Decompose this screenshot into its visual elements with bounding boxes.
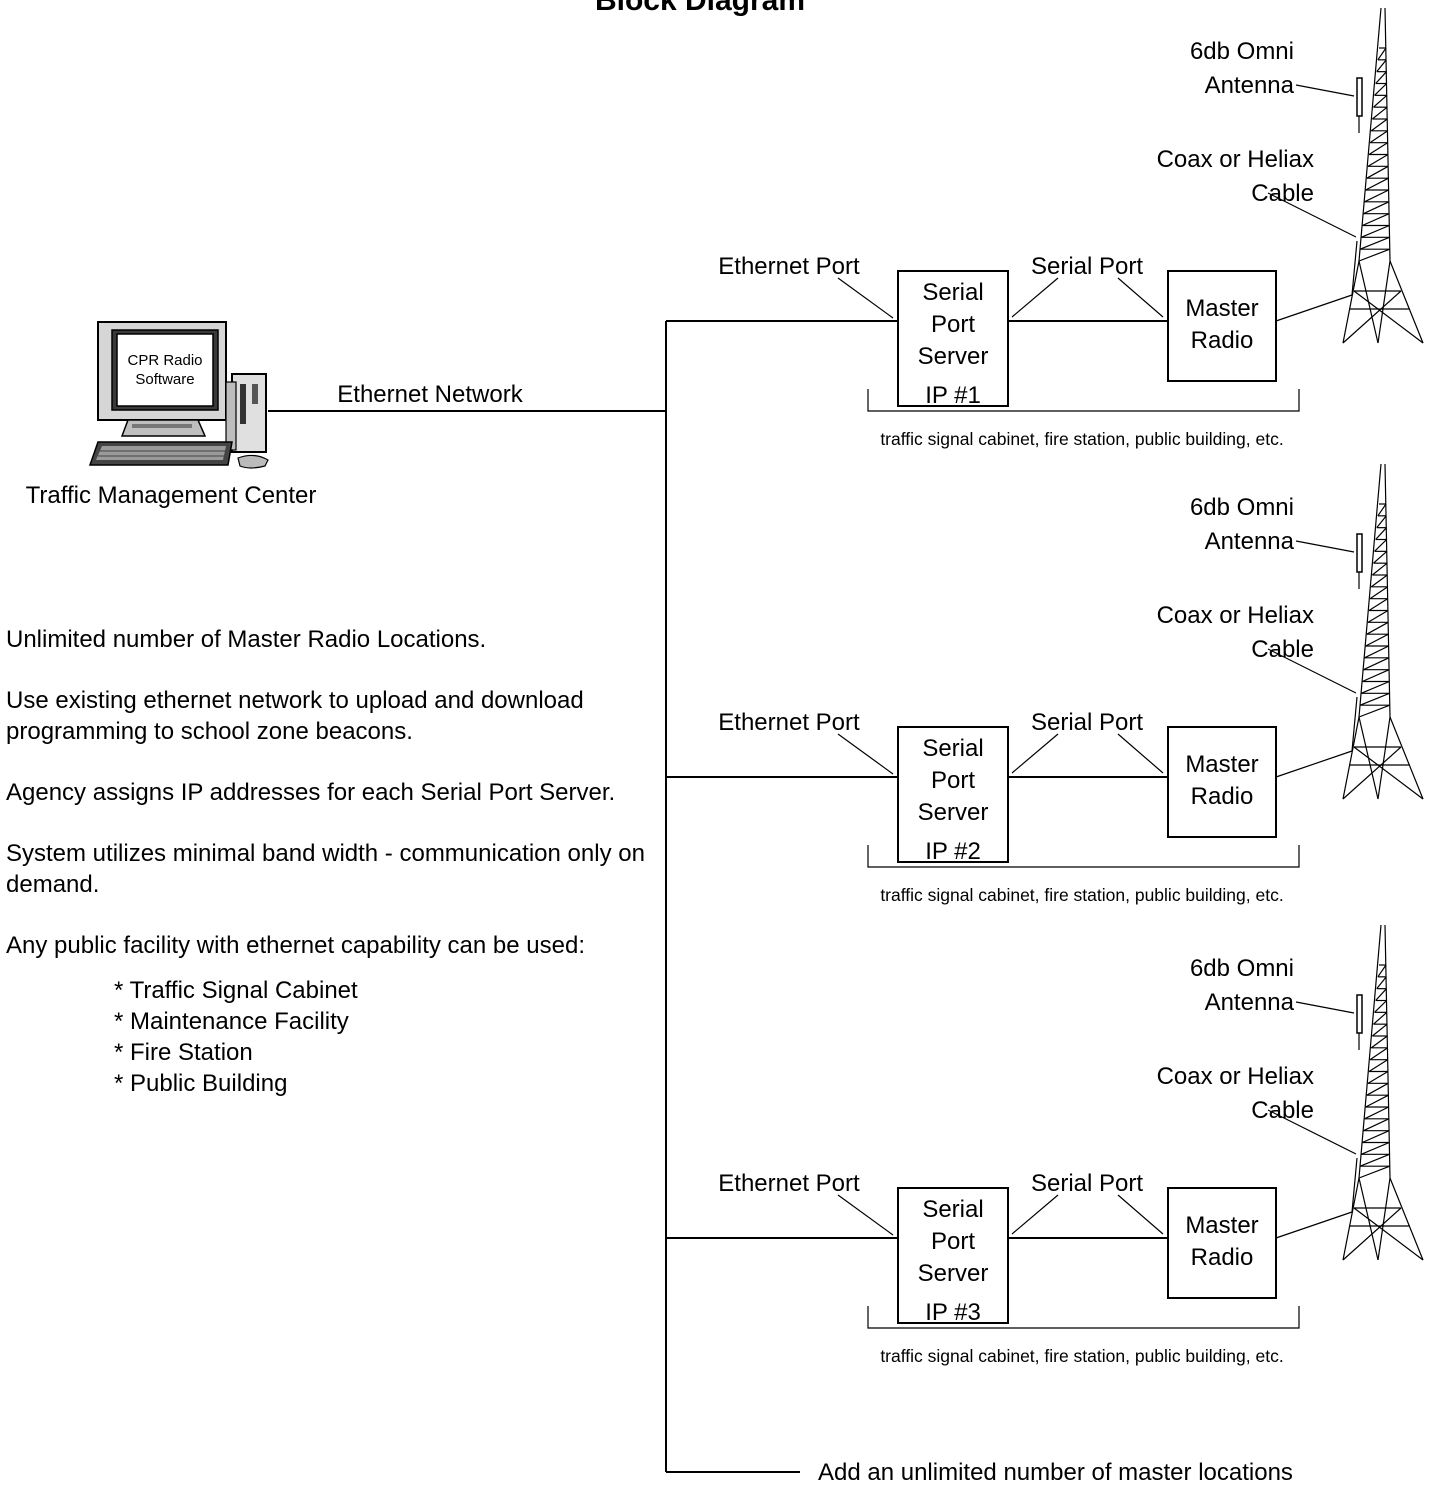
cable-label: Coax or Heliax [1157, 602, 1314, 629]
antenna-label: Antenna [1205, 72, 1295, 99]
master-radio-box [1167, 270, 1277, 382]
cable-label: Coax or Heliax [1157, 146, 1314, 173]
serial-port-server-box [897, 270, 1009, 407]
ethernet-port-leader [837, 277, 894, 319]
location-bracket [867, 845, 1300, 868]
location-bracket [867, 1306, 1300, 1329]
facility-list-item: * Maintenance Facility [114, 1008, 349, 1035]
ethernet-port-leader [837, 1194, 894, 1236]
antenna-leader [1295, 540, 1355, 553]
facility-list-item: * Traffic Signal Cabinet [114, 977, 358, 1004]
antenna-leader [1295, 1001, 1355, 1014]
serial-port-label: Serial Port [1031, 1170, 1143, 1197]
ip-address-label: IP #2 [925, 838, 981, 865]
cable-label: Cable [1251, 636, 1314, 663]
antenna-label: 6db Omni [1190, 38, 1294, 65]
antenna-label: 6db Omni [1190, 494, 1294, 521]
serial-port-leader [1117, 277, 1164, 318]
facility-list-item: * Fire Station [114, 1039, 253, 1066]
serial-port-server-box [897, 726, 1009, 863]
cable-leader [1267, 1109, 1357, 1155]
antenna-leader [1295, 84, 1355, 97]
serial-port-server-label: Serial [922, 279, 983, 306]
master-radio-box [1167, 1187, 1277, 1299]
location-bracket [867, 389, 1300, 412]
serial-port-server-label: Serial [922, 1196, 983, 1223]
radio-tower-icon [1342, 924, 1424, 1261]
antenna-label: 6db Omni [1190, 955, 1294, 982]
facility-list: * Traffic Signal Cabinet * Maintenance F… [114, 975, 686, 1099]
note-item: Agency assigns IP addresses for each Ser… [6, 779, 616, 806]
coax-cable [1275, 1157, 1358, 1239]
note-item: Unlimited number of Master Radio Locatio… [6, 626, 487, 653]
cable-leader [1267, 192, 1357, 238]
serial-port-server-box [897, 1187, 1009, 1324]
ethernet-port-label: Ethernet Port [718, 709, 860, 736]
master-radio-label: Radio [1191, 327, 1254, 354]
omni-antenna-icon [1356, 533, 1363, 573]
radio-tower-icon [1342, 7, 1424, 344]
antenna-label: Antenna [1205, 989, 1295, 1016]
cable-label: Coax or Heliax [1157, 1063, 1314, 1090]
screen-label-line-2: Software [135, 371, 194, 388]
ethernet-port-leader [837, 733, 894, 775]
omni-antenna-icon [1356, 77, 1363, 117]
serial-port-server-label: Serial [922, 735, 983, 762]
ip-address-label: IP #3 [925, 1299, 981, 1326]
location-note: traffic signal cabinet, fire station, pu… [880, 1346, 1283, 1366]
serial-port-server-label: Server [918, 1260, 989, 1287]
notes-section: Unlimited number of Master Radio Locatio… [6, 624, 686, 1099]
serial-port-leader [1011, 1194, 1059, 1235]
add-more-locations-label: Add an unlimited number of master locati… [818, 1459, 1293, 1483]
serial-port-server-label: Port [931, 311, 975, 338]
serial-port-leader [1117, 1194, 1164, 1235]
screen-label-line-1: CPR Radio [127, 352, 202, 369]
location-note: traffic signal cabinet, fire station, pu… [880, 429, 1283, 449]
serial-port-leader [1011, 733, 1059, 774]
serial-port-server-label: Port [931, 767, 975, 794]
facility-list-item: * Public Building [114, 1070, 288, 1097]
note-item: System utilizes minimal band width - com… [6, 840, 645, 898]
ip-address-label: IP #1 [925, 382, 981, 409]
master-radio-label: Radio [1191, 1244, 1254, 1271]
serial-port-server-label: Port [931, 1228, 975, 1255]
ethernet-port-label: Ethernet Port [718, 253, 860, 280]
master-radio-label: Master [1185, 1212, 1258, 1239]
master-radio-label: Master [1185, 295, 1258, 322]
cable-label: Cable [1251, 1097, 1314, 1124]
serial-port-server-label: Server [918, 343, 989, 370]
serial-port-server-label: Server [918, 799, 989, 826]
ethernet-port-label: Ethernet Port [718, 1170, 860, 1197]
antenna-label: Antenna [1205, 528, 1295, 555]
location-note: traffic signal cabinet, fire station, pu… [880, 885, 1283, 905]
note-item: Any public facility with ethernet capabi… [6, 932, 585, 959]
serial-port-label: Serial Port [1031, 253, 1143, 280]
serial-port-leader [1117, 733, 1164, 774]
master-radio-box [1167, 726, 1277, 838]
note-item: Use existing ethernet network to upload … [6, 687, 584, 745]
traffic-management-center-label: Traffic Management Center [26, 482, 317, 509]
cable-label: Cable [1251, 180, 1314, 207]
radio-tower-icon [1342, 463, 1424, 800]
master-radio-label: Master [1185, 751, 1258, 778]
ethernet-network-label: Ethernet Network [337, 381, 523, 408]
serial-port-leader [1011, 277, 1059, 318]
cable-leader [1267, 648, 1357, 694]
coax-cable [1275, 696, 1358, 778]
master-radio-label: Radio [1191, 783, 1254, 810]
omni-antenna-icon [1356, 994, 1363, 1034]
coax-cable [1275, 240, 1358, 322]
computer-workstation-icon [88, 321, 269, 469]
diagram-title: Block Diagram [595, 0, 805, 17]
serial-port-label: Serial Port [1031, 709, 1143, 736]
